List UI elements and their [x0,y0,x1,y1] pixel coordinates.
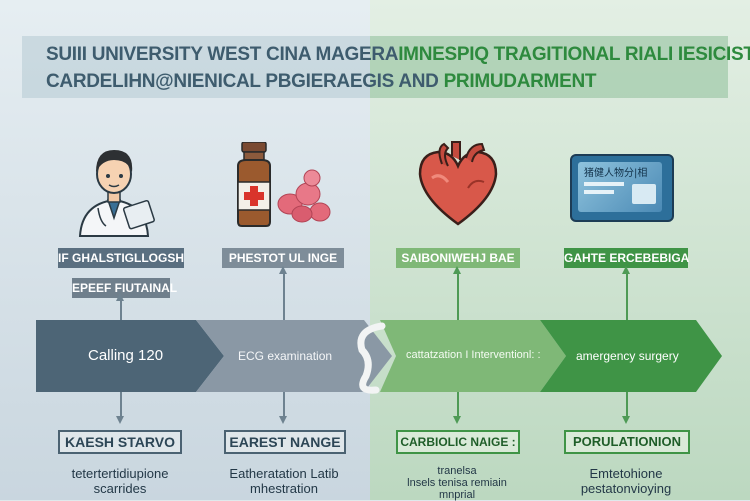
connector-col3-lower [457,392,459,420]
label-col3-bottom: CARBIOLIC NAIGE : [396,430,520,454]
label-col4-top: GAHTE ERCEBEBIGA [564,248,689,268]
title-band-right [370,36,728,98]
connector-col3-upper [457,270,459,320]
connector-col1-upper [120,300,122,320]
label-col1-top: IF GHALSTIGLLOGSH [58,248,184,268]
step-arrow-1 [36,320,224,392]
connector-col2-lower [283,392,285,420]
title-line-2: CARDELIHN@NIENICAL PBGIERAEGIS AND PRIMU… [46,71,597,92]
connector-col1-lower [120,392,122,420]
step-arrow-3 [380,320,566,392]
id-card-icon: 猪健人物分|相 [570,154,674,222]
title-line-1: SUIII UNIVERSITY WEST CINA MAGERAIMNESPI… [46,44,750,65]
step-2-text: ECG examination [238,349,333,363]
curved-link-icon [357,322,386,394]
id-card-text: 猪健人物分|相 [584,168,648,179]
step-1-text: Calling 120 [88,347,164,364]
connector-col4-lower [626,392,628,420]
connector-col2-upper [283,270,285,320]
label-col4-bottom: PORULATIONION [564,430,690,454]
step-arrow-4 [540,320,722,392]
medicine-bottle-icon [237,142,331,227]
label-col1-bottom: KAESH STARVO [58,430,182,454]
step-4-text: amergency surgery [576,349,679,363]
heart-icon [418,141,498,226]
step-arrow-2 [196,320,392,392]
label-col2-top: PHESTOT UL INGE [222,248,344,268]
label-col3-top: SAIBONIWEHJ BAE [396,248,520,268]
step-3-text: cattatzation I Interventionl: : [406,349,541,361]
doctor-icon [78,150,155,237]
label-col1-sub: EPEEF FIUTAINAL [72,278,177,298]
label-col2-bottom: EAREST NANGE [224,430,346,454]
connector-col4-upper [626,270,628,320]
